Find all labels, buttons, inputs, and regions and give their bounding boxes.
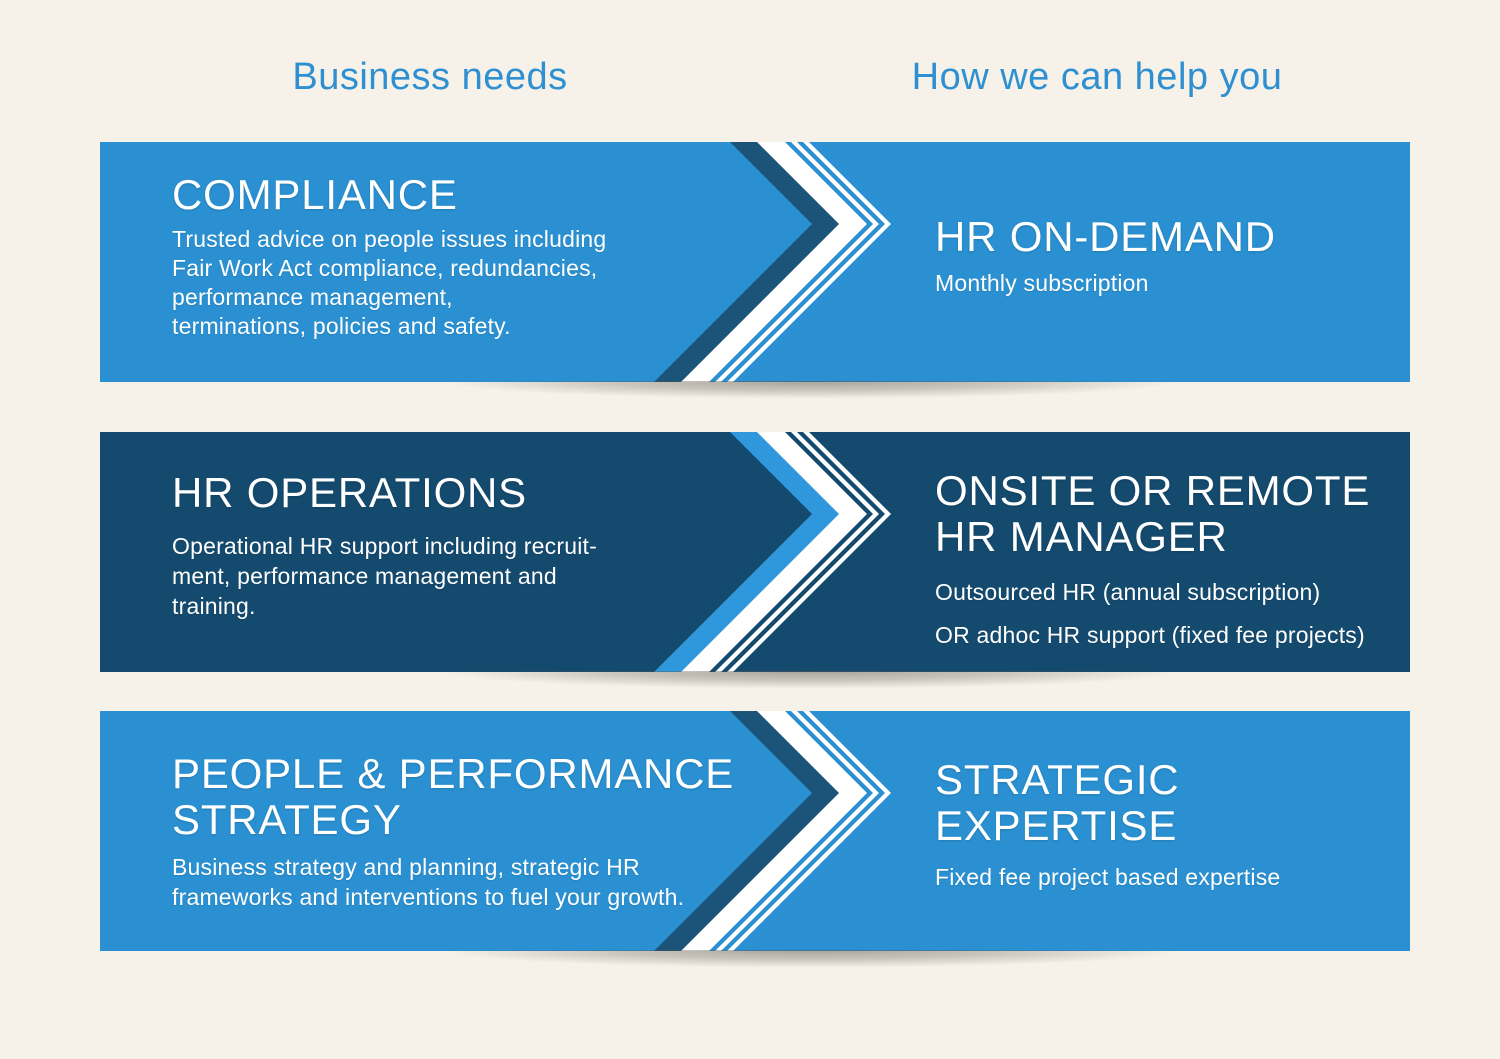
banner-row-people-performance-strategy: PEOPLE & PERFORMANCE STRATEGY Business s…: [100, 711, 1410, 974]
need-title: HR OPERATIONS: [172, 470, 597, 516]
help-desc-line: Fixed fee project based expertise: [935, 864, 1281, 890]
need-title: PEOPLE & PERFORMANCE STRATEGY: [172, 751, 734, 843]
business-need-block: COMPLIANCE Trusted advice on people issu…: [172, 172, 606, 341]
chevron-left-panel: [100, 142, 812, 382]
banner-shadow: [330, 381, 1290, 405]
help-title-line: EXPERTISE: [935, 802, 1178, 849]
need-title-line: PEOPLE & PERFORMANCE: [172, 750, 735, 797]
need-description: Operational HR support including recruit…: [172, 531, 597, 621]
need-desc-line: Fair Work Act compliance, redundancies,: [172, 255, 598, 281]
chevron-arrow-icon: [100, 142, 1410, 382]
help-description: Fixed fee project based expertise: [935, 863, 1280, 892]
need-desc-line: training.: [172, 593, 256, 619]
need-description: Business strategy and planning, strategi…: [172, 852, 734, 912]
help-title: ONSITE OR REMOTE HR MANAGER: [935, 468, 1370, 560]
help-desc-line: Outsourced HR (annual subscription): [935, 579, 1321, 605]
help-title-line: HR MANAGER: [935, 513, 1228, 560]
help-title-line: ONSITE OR REMOTE: [935, 467, 1371, 514]
help-description: Monthly subscription: [935, 269, 1276, 298]
help-description: Outsourced HR (annual subscription) OR a…: [935, 571, 1370, 657]
need-desc-line: performance management,: [172, 284, 453, 310]
chevron-arrow-icon: [100, 711, 1410, 951]
chevron-left-panel: [100, 432, 812, 672]
business-need-block: HR OPERATIONS Operational HR support inc…: [172, 470, 597, 621]
help-offer-block: ONSITE OR REMOTE HR MANAGER Outsourced H…: [935, 468, 1370, 657]
need-title-line: STRATEGY: [172, 796, 402, 843]
help-desc-line: OR adhoc HR support (fixed fee projects): [935, 622, 1365, 648]
help-offer-block: HR ON-DEMAND Monthly subscription: [935, 214, 1276, 298]
column-header-business-needs: Business needs: [292, 56, 568, 98]
need-desc-line: Operational HR support including recruit…: [172, 533, 597, 559]
need-desc-line: Trusted advice on people issues includin…: [172, 226, 607, 252]
help-title: STRATEGIC EXPERTISE: [935, 757, 1280, 849]
need-desc-line: ment, performance management and: [172, 563, 557, 589]
help-title: HR ON-DEMAND: [935, 214, 1276, 260]
chevron-left-panel: [100, 711, 812, 951]
need-title-line: COMPLIANCE: [172, 171, 458, 218]
column-header-how-we-can-help: How we can help you: [911, 56, 1283, 98]
need-title: COMPLIANCE: [172, 172, 606, 218]
banner-shadow: [330, 950, 1290, 974]
help-offer-block: STRATEGIC EXPERTISE Fixed fee project ba…: [935, 757, 1280, 892]
business-need-block: PEOPLE & PERFORMANCE STRATEGY Business s…: [172, 751, 734, 912]
need-description: Trusted advice on people issues includin…: [172, 225, 606, 341]
banner-row-compliance: COMPLIANCE Trusted advice on people issu…: [100, 142, 1410, 405]
help-title-line: HR ON-DEMAND: [935, 213, 1276, 260]
help-title-line: STRATEGIC: [935, 756, 1180, 803]
help-desc-line: Monthly subscription: [935, 270, 1149, 296]
banner-row-hr-operations: HR OPERATIONS Operational HR support inc…: [100, 432, 1410, 695]
need-desc-line: frameworks and interventions to fuel you…: [172, 884, 685, 910]
need-desc-line: terminations, policies and safety.: [172, 313, 511, 339]
need-desc-line: Business strategy and planning, strategi…: [172, 854, 640, 880]
chevron-arrow-icon: [100, 432, 1410, 672]
need-title-line: HR OPERATIONS: [172, 469, 527, 516]
banner-shadow: [330, 671, 1290, 695]
